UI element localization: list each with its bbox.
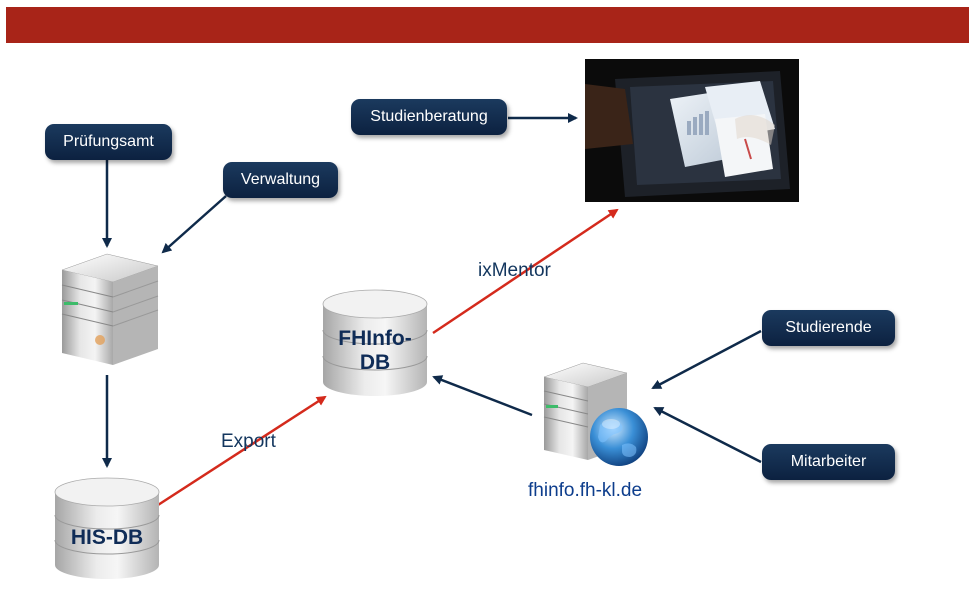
server-icon: [61, 253, 159, 365]
edge-label-export: Export: [221, 431, 276, 452]
his-db-cylinder-icon: [54, 477, 160, 579]
arrow-mitarbeiter-to-webserver: [653, 406, 762, 464]
node-studierende: Studierende: [762, 310, 895, 346]
arrow-verwaltung-to-server: [161, 195, 227, 254]
his-db-label: HIS-DB: [70, 526, 144, 549]
node-studierende-label: Studierende: [785, 319, 872, 336]
web-server-label: fhinfo.fh-kl.de: [528, 480, 643, 501]
node-mitarbeiter: Mitarbeiter: [762, 444, 895, 480]
fhinfo-db-label: FHInfo- DB: [318, 327, 432, 375]
tabletop-display-photo: [585, 59, 799, 202]
node-studienberatung: Studienberatung: [351, 99, 507, 135]
node-pruefungsamt-label: Prüfungsamt: [63, 133, 154, 150]
arrow-webserver-to-fhinfo-db: [432, 375, 533, 417]
node-verwaltung-label: Verwaltung: [240, 171, 321, 188]
node-studienberatung-label: Studienberatung: [370, 108, 488, 125]
header-bar: [6, 7, 969, 43]
node-mitarbeiter-label: Mitarbeiter: [790, 453, 867, 470]
arrow-fhinfo-db-to-screen: [432, 208, 619, 335]
globe-icon: [590, 408, 648, 466]
fhinfo-db-label-line2: DB: [359, 351, 391, 374]
fhinfo-db-label-line1: FHInfo-: [338, 327, 412, 350]
node-pruefungsamt: Prüfungsamt: [45, 124, 172, 160]
arrow-his-db-to-fhinfo-db: [157, 395, 327, 507]
arrow-studierende-to-webserver: [651, 329, 762, 390]
edge-label-ixmentor: ixMentor: [478, 260, 551, 281]
node-verwaltung: Verwaltung: [223, 162, 338, 198]
fhinfo-db-cylinder-icon: [322, 289, 428, 396]
